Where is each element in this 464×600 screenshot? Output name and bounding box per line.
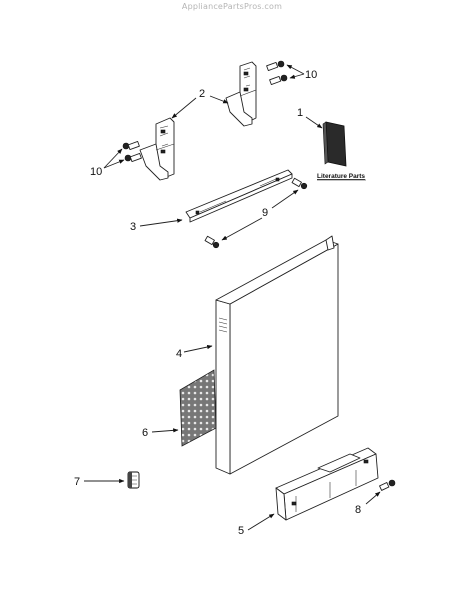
screw-10-lower-2 — [124, 153, 142, 163]
screw-10-upper-1 — [266, 60, 285, 71]
callout-9: 9 — [262, 207, 268, 219]
callout-10-lower: 10 — [90, 166, 102, 178]
callout-10-upper: 10 — [305, 69, 317, 81]
callout-5: 5 — [238, 525, 244, 537]
literature-caption: Literature Parts — [317, 173, 365, 180]
literature-booklet — [322, 121, 347, 167]
screw-9-right — [291, 177, 308, 190]
hinge-bracket-upper — [225, 61, 257, 127]
callout-3: 3 — [130, 221, 136, 233]
insulation-pad — [179, 369, 217, 447]
hinge-bracket-lower — [139, 117, 175, 181]
screw-10-upper-2 — [269, 74, 288, 85]
callout-1: 1 — [297, 107, 303, 119]
trim-rail — [185, 169, 293, 223]
bottom-bracket — [275, 447, 379, 521]
leader-lines — [84, 64, 381, 531]
watermark-text: AppliancePartsPros.com — [181, 2, 283, 11]
callout-6: 6 — [142, 427, 148, 439]
callout-4: 4 — [176, 348, 182, 360]
callout-8: 8 — [355, 504, 361, 516]
screw-8 — [379, 479, 396, 491]
screw-10-lower-1 — [122, 141, 140, 151]
door-panel — [215, 235, 339, 475]
clip-part — [127, 471, 140, 489]
callout-7: 7 — [74, 476, 80, 488]
callout-2: 2 — [199, 88, 205, 100]
screw-9-left — [204, 235, 220, 249]
